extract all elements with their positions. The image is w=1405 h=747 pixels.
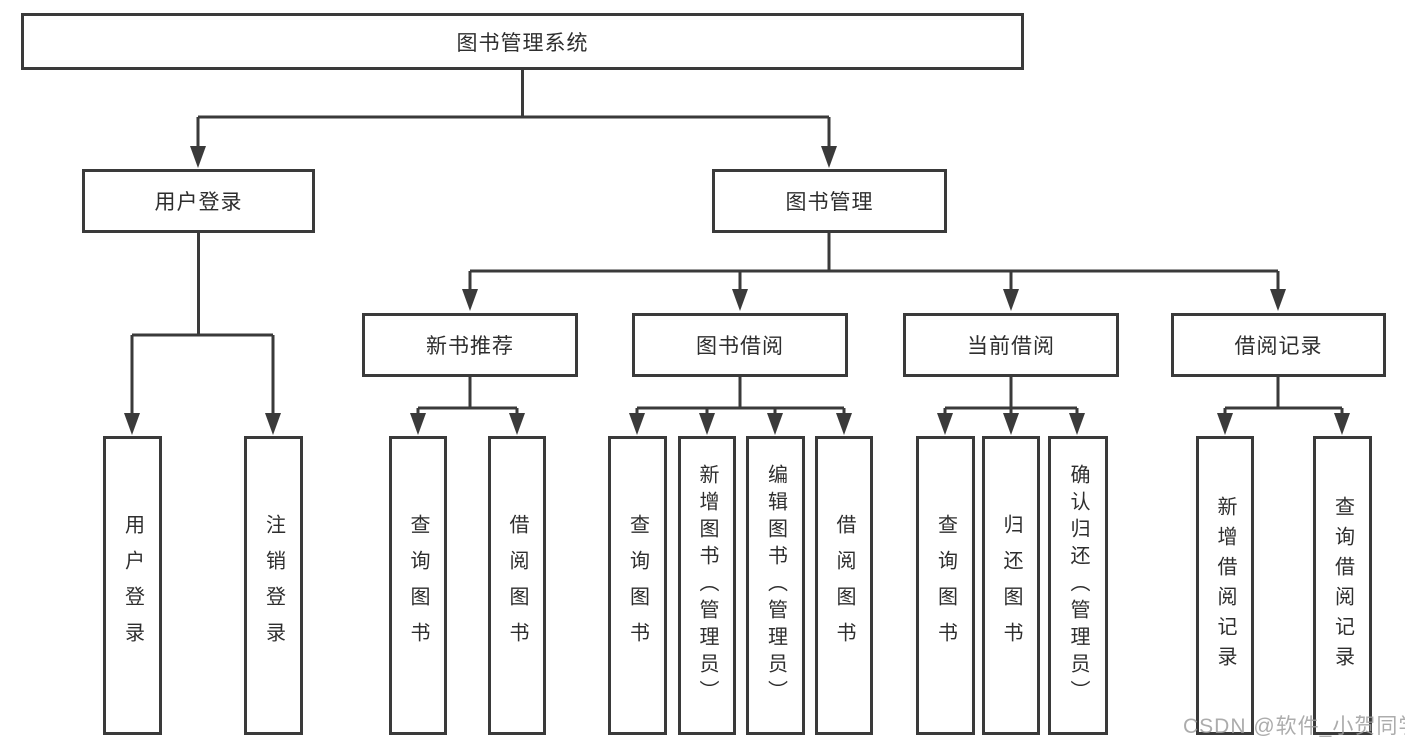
node-label: 图书借阅 — [696, 335, 784, 358]
node-book-management: 图书管理 — [712, 169, 947, 233]
node-label: 借阅记录 — [1234, 335, 1323, 358]
leaf-borrow-query-books: 查询图书 — [608, 436, 667, 735]
node-label: 借阅图书 — [833, 513, 855, 658]
node-current-borrow: 当前借阅 — [903, 313, 1119, 377]
leaf-return-books: 归还图书 — [982, 436, 1040, 735]
leaf-recommend-query-books: 查询图书 — [389, 436, 447, 735]
node-new-book-recommend: 新书推荐 — [362, 313, 578, 377]
connector-book-borrow-children — [635, 377, 846, 428]
node-label: 用户登录 — [121, 513, 144, 658]
node-label: 查询图书 — [407, 513, 429, 658]
node-label: 确认归还（管理员） — [1067, 464, 1089, 707]
node-label: 查询图书 — [934, 513, 957, 658]
connector-new-book-children — [416, 377, 519, 428]
node-borrow-records: 借阅记录 — [1171, 313, 1386, 377]
leaf-logout: 注销登录 — [244, 436, 303, 735]
node-label: 查询借阅记录 — [1331, 495, 1354, 676]
leaf-add-books-admin: 新增图书（管理员） — [678, 436, 736, 735]
connector-user-login-children — [130, 233, 275, 428]
node-label: 新增图书（管理员） — [696, 464, 718, 707]
node-label: 查询图书 — [626, 513, 649, 658]
leaf-user-login: 用户登录 — [103, 436, 162, 735]
leaf-recommend-borrow-books: 借阅图书 — [488, 436, 546, 735]
leaf-current-query-books: 查询图书 — [916, 436, 975, 735]
node-label: 注销登录 — [262, 513, 285, 658]
leaf-borrow-books: 借阅图书 — [815, 436, 873, 735]
leaf-edit-books-admin: 编辑图书（管理员） — [746, 436, 805, 735]
node-label: 图书管理系统 — [456, 31, 589, 55]
node-label: 图书管理 — [785, 191, 874, 214]
watermark: CSDN @软件_小贺同学 — [1183, 715, 1405, 738]
node-label: 新增借阅记录 — [1214, 495, 1236, 676]
node-label: 用户登录 — [154, 191, 243, 214]
node-book-borrow: 图书借阅 — [632, 313, 848, 377]
leaf-add-borrow-record: 新增借阅记录 — [1196, 436, 1254, 735]
node-label: 编辑图书（管理员） — [764, 464, 787, 707]
node-label: 借阅图书 — [506, 513, 528, 658]
node-user-login: 用户登录 — [82, 169, 315, 233]
node-system-root: 图书管理系统 — [21, 13, 1024, 70]
connector-borrow-records-children — [1223, 377, 1344, 428]
arrowheads — [124, 146, 1350, 435]
connector-root-to-level2 — [196, 70, 831, 162]
node-label: 新书推荐 — [426, 335, 514, 358]
leaf-query-borrow-record: 查询借阅记录 — [1313, 436, 1372, 735]
connector-book-management-children — [468, 233, 1280, 305]
node-label: 当前借阅 — [967, 335, 1055, 358]
leaf-confirm-return-admin: 确认归还（管理员） — [1048, 436, 1108, 735]
node-label: 归还图书 — [1000, 513, 1022, 658]
